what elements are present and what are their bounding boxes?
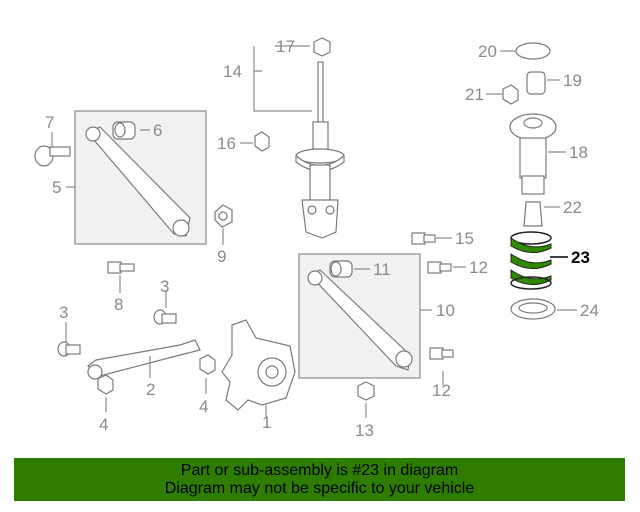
nut-part[interactable] [199,354,216,375]
bolt-part[interactable] [427,261,452,274]
bolt-part[interactable] [153,309,177,325]
bolt-part[interactable] [429,347,454,360]
callout-14: 14 [223,62,242,81]
bolt-part[interactable] [254,131,270,152]
callout-15: 15 [455,229,474,248]
callout-9: 9 [217,247,226,266]
callout-6: 6 [153,121,162,140]
callout-3: 3 [160,277,169,296]
nut-part[interactable] [313,37,331,57]
nut-part[interactable] [214,204,233,228]
upper-arm-part[interactable] [85,126,191,237]
callout-12: 12 [432,381,451,400]
leader-lines [51,45,577,418]
nut-part[interactable] [97,374,114,395]
nut-part[interactable] [357,381,375,401]
callout-1: 1 [262,413,271,432]
shock-absorber-part[interactable] [295,61,345,239]
info-banner: Part or sub-assembly is #23 in diagram D… [14,458,625,501]
callout-7: 7 [45,113,54,132]
bushing-part[interactable] [329,260,353,278]
bushing-part[interactable] [112,121,136,140]
callout-4: 4 [199,397,208,416]
callout-16: 16 [217,134,236,153]
callout-2: 2 [146,380,155,399]
callout-13: 13 [355,421,374,440]
bolt-part[interactable] [411,232,436,245]
coil-spring-part[interactable] [510,231,552,290]
callout-11: 11 [373,260,391,279]
callout-12: 12 [469,258,488,277]
bump-stopper-part[interactable] [523,201,543,227]
callout-5: 5 [52,178,61,197]
callout-21: 21 [465,85,484,104]
bolt-part[interactable] [107,261,135,274]
bolt-part[interactable] [57,341,81,357]
banner-line-2: Diagram may not be specific to your vehi… [164,480,475,497]
parts-diagram: 1 2 3 3 4 4 5 6 7 8 9 10 11 12 12 13 14 … [34,37,599,440]
knuckle-part[interactable] [221,319,296,411]
spring-seat-part[interactable] [510,298,556,320]
callout-20: 20 [478,42,497,61]
callout-22: 22 [563,198,582,217]
callout-8: 8 [114,295,123,314]
mount-part[interactable] [509,113,557,195]
callout-10: 10 [436,301,455,320]
callout-19: 19 [563,71,582,90]
banner-line-1: Part or sub-assembly is #23 in diagram [180,462,459,479]
callout-3: 3 [59,303,68,322]
lower-arm-part[interactable] [87,339,201,380]
callout-4: 4 [99,415,108,434]
bolt-part[interactable] [34,145,71,167]
callout-24: 24 [580,301,599,320]
callout-17: 17 [276,37,295,56]
nut-part[interactable] [502,84,519,105]
bumper-part[interactable] [526,71,546,95]
lateral-arm-part[interactable] [307,269,413,371]
callout-18: 18 [569,143,588,162]
cap-part[interactable] [515,42,551,60]
callout-23: 23 [571,248,590,267]
